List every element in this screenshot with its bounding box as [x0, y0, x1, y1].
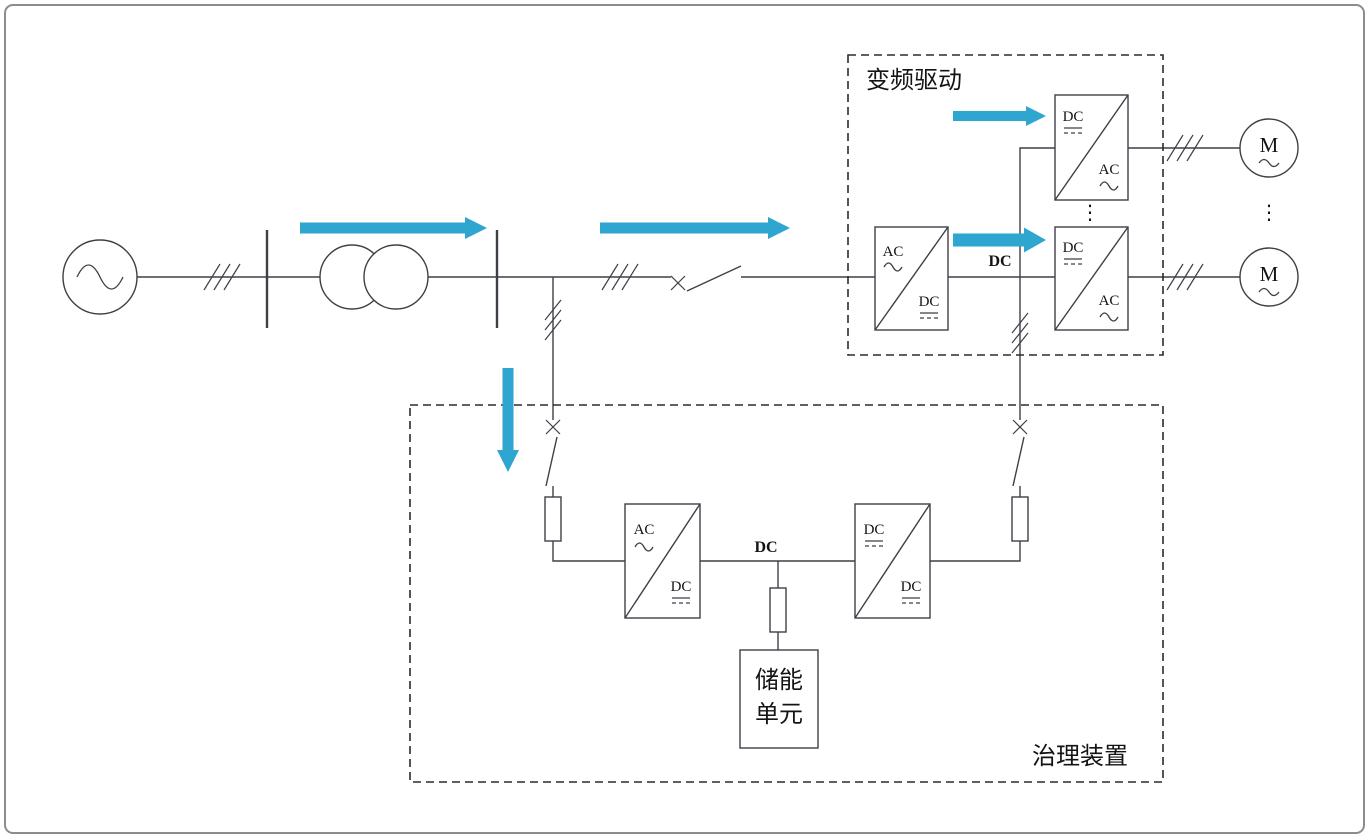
phase-slash-marks-motor2	[1166, 263, 1204, 291]
block-label-dc: DC	[901, 579, 922, 595]
power-flow-arrow-feeder	[600, 217, 790, 239]
dc-link-label-vfd: DC	[988, 253, 1011, 270]
sine-wave-icon	[1258, 287, 1280, 297]
power-flow-arrow-branch-down	[497, 368, 519, 472]
ellipsis-motors: ⋮	[1259, 200, 1279, 224]
sine-wave-icon	[634, 542, 654, 552]
storage-unit-label-line2: 单元	[755, 701, 803, 728]
transformer	[319, 244, 429, 310]
sine-wave-icon	[1099, 312, 1119, 322]
motor-1: M	[1239, 118, 1299, 178]
block-label-ac: AC	[1099, 162, 1120, 178]
block-label-ac: AC	[1099, 293, 1120, 309]
phase-slash-marks-source	[203, 263, 241, 291]
power-flow-arrow-inverter1	[953, 106, 1046, 126]
vfd-boundary-box	[847, 54, 1164, 356]
disconnect-switch-right	[1012, 419, 1028, 487]
canvas-border	[4, 4, 1365, 834]
phase-slash-marks-branch	[544, 299, 562, 341]
sine-wave-icon	[76, 264, 124, 290]
fuse-left	[544, 496, 562, 542]
sine-wave-icon	[883, 262, 903, 272]
motor-label: M	[1260, 133, 1279, 157]
dc-bars-icon	[672, 597, 690, 604]
power-flow-arrow-grid	[300, 217, 487, 239]
block-label-ac: AC	[634, 522, 655, 538]
disconnect-switch-main	[670, 265, 742, 292]
dc-link-label-gov: DC	[754, 539, 777, 556]
storage-unit-label-line1: 储能	[755, 667, 803, 694]
vfd-box-label: 变频驱动	[866, 67, 962, 94]
gov-box-label: 治理装置	[1032, 743, 1128, 770]
dc-bars-icon	[920, 312, 938, 319]
ac-source	[62, 239, 138, 315]
dc-bars-icon	[1064, 127, 1082, 134]
chopper-block-gov: DC DC	[854, 503, 931, 619]
block-label-dc: DC	[1063, 240, 1084, 256]
storage-unit-box: 储能 单元	[739, 649, 819, 749]
sine-wave-icon	[1099, 181, 1119, 191]
motor-label: M	[1260, 262, 1279, 286]
disconnect-switch-left	[545, 419, 561, 487]
fuse-storage	[769, 587, 787, 633]
dc-bars-icon	[902, 597, 920, 604]
block-label-dc: DC	[1063, 109, 1084, 125]
block-label-dc: DC	[671, 579, 692, 595]
sine-wave-icon	[1258, 158, 1280, 168]
block-label-dc: DC	[864, 522, 885, 538]
dc-bars-icon	[1064, 258, 1082, 265]
fuse-right	[1011, 496, 1029, 542]
block-label-dc: DC	[919, 294, 940, 310]
rectifier-block-vfd: AC DC	[874, 226, 949, 331]
dc-bars-icon	[865, 540, 883, 547]
inverter-block-1: DC AC	[1054, 94, 1129, 201]
ellipsis-inverters: ⋮	[1080, 200, 1100, 224]
inverter-block-2: DC AC	[1054, 226, 1129, 331]
phase-slash-marks-feeder	[601, 263, 639, 291]
phase-slash-marks-dcfeed	[1011, 312, 1029, 354]
power-flow-arrow-inverter2	[953, 227, 1046, 253]
motor-2: M	[1239, 247, 1299, 307]
phase-slash-marks-motor1	[1166, 134, 1204, 162]
converter-block-gov: AC DC	[624, 503, 701, 619]
gov-boundary-box	[409, 404, 1164, 783]
block-label-ac: AC	[883, 244, 904, 260]
